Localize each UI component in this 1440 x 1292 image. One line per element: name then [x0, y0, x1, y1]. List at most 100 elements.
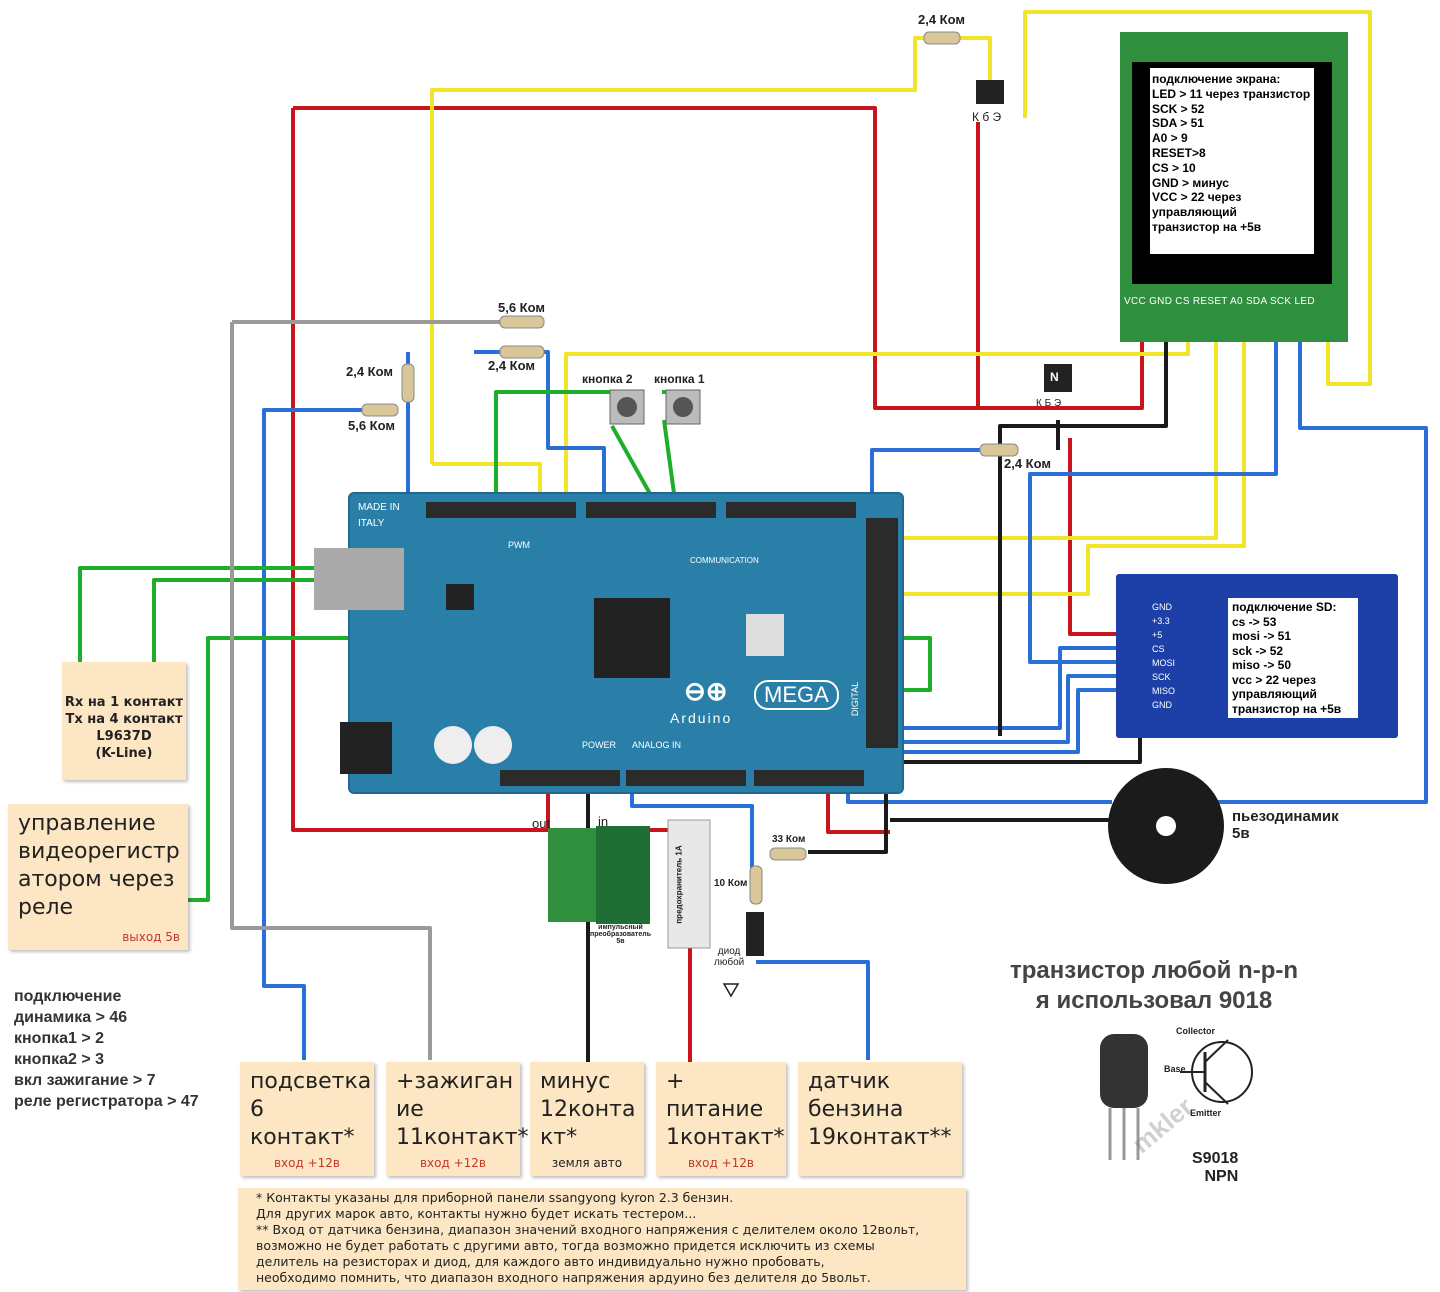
brand-label: Arduino [670, 710, 733, 726]
wire-blue-sd4 [880, 688, 1128, 754]
wire-red-left [291, 108, 550, 832]
wire-yellow-right [1023, 10, 1372, 386]
lcd-pins: VCC GND CS RESET A0 SDA SCK LED [1124, 296, 1315, 307]
header-pwm [426, 502, 576, 518]
wire-red-vcc [1068, 438, 1128, 636]
note-power-text: + питание 1контакт* [666, 1069, 785, 1150]
resistor-r3 [499, 345, 545, 359]
wire-yellow-top [430, 36, 992, 464]
kline-note: Rx на 1 контакт Tx на 4 контакт L9637D (… [62, 662, 186, 780]
logo-symbol: ⊖⊕ [684, 676, 728, 706]
resistor-r7 [769, 847, 807, 861]
note-power: + питание 1контакт* вход +12в [656, 1062, 786, 1176]
transistor-base: Base [1164, 1064, 1186, 1074]
arduino-mega-board: MADE IN ITALY ⊖⊕ MEGA Arduino POWER ANAL… [314, 492, 904, 794]
header-analog-b [754, 770, 864, 786]
note-backlight-text: подсветка 6 контакт* [250, 1069, 372, 1150]
wire-blue-sd3 [880, 674, 1128, 744]
kline-text: Rx на 1 контакт Tx на 4 контакт L9637D (… [64, 695, 184, 761]
sd-note: подключение SD: cs -> 53 mosi -> 51 sck … [1228, 598, 1358, 718]
fuse-label: предохранитель 1А [674, 845, 684, 924]
note-ground-sub: земля авто [551, 1156, 623, 1170]
wire-blue-sd1 [1028, 318, 1278, 664]
video-sub: выход 5в [122, 930, 180, 944]
note-ignition-sub: вход +12в [419, 1156, 487, 1170]
wire-gray [230, 322, 432, 1060]
header-analog-a [626, 770, 746, 786]
transistor-note: транзистор любой n-p-n я использовал 901… [1010, 957, 1299, 1014]
resistor-set [361, 31, 1019, 905]
resistor-r1-label: 2,4 Ком [918, 12, 966, 27]
transistor-mid-mark: N [1050, 370, 1059, 384]
diode [746, 912, 764, 956]
transistor-model: S9018 NPN [1192, 1150, 1239, 1185]
note-ignition-text: +зажиган ие 11контакт* [396, 1069, 529, 1150]
resistor-r8-label: 10 Ком [714, 878, 748, 889]
diode-label: диод любой [714, 946, 745, 968]
wire-black-gnd [998, 318, 1168, 736]
capacitor-1 [434, 726, 472, 764]
lcd-note: подключение экрана: LED > 11 через транз… [1150, 68, 1314, 254]
digital-label: DIGITAL [850, 681, 861, 717]
analog-label: ANALOG IN [632, 740, 682, 750]
converter-small [548, 828, 596, 922]
note-ignition: +зажиган ие 11контакт* вход +12в [386, 1062, 529, 1176]
comm-label: COMMUNICATION [690, 556, 759, 565]
diode-symbol [722, 983, 740, 998]
note-backlight-sub: вход +12в [273, 1156, 341, 1170]
resistor-r4-label: 2,4 Ком [346, 364, 394, 379]
footnote: * Контакты указаны для приборной панели … [238, 1188, 966, 1290]
transistor-top [976, 80, 1004, 104]
speaker-label: пьезодинамик 5в [1232, 808, 1339, 842]
wire-red-top [293, 106, 1144, 410]
mega-logo: MEGA [754, 680, 839, 710]
button-1-label: кнопка 1 [654, 372, 705, 386]
resistor-r2-label: 5,6 Ком [498, 300, 546, 315]
resistor-r6 [979, 443, 1019, 457]
note-backlight: подсветка 6 контакт* вход +12в [240, 1062, 374, 1176]
note-fuel-text: датчик бензина 19контакт** [808, 1069, 952, 1150]
pwm-label: PWM [508, 540, 530, 550]
transistor-mid-pins: К Б Э [1036, 398, 1062, 409]
transistor-mid [1044, 364, 1072, 392]
resistor-r8 [749, 865, 763, 905]
wire-blue-lcd [1200, 318, 1428, 804]
wire-green-btn [494, 390, 614, 508]
wire-blue-3 [262, 408, 362, 1060]
reset-button [746, 614, 784, 656]
header-comm-a [586, 502, 716, 518]
resistor-r2 [499, 315, 545, 329]
video-note: управление видеорегистр атором через рел… [8, 804, 188, 950]
wire-blue-fuel [756, 960, 870, 1060]
capacitor-2 [474, 726, 512, 764]
button-2-label: кнопка 2 [582, 372, 633, 386]
header-digital [866, 518, 898, 748]
transistor-top-pins: К б Э [972, 110, 1002, 124]
main-chip [594, 598, 670, 678]
header-power [500, 770, 620, 786]
power-label: POWER [582, 740, 617, 750]
transistor-collector: Collector [1176, 1026, 1216, 1036]
note-ground-text: минус 12конта кт* [540, 1069, 636, 1150]
resistor-r3-label: 2,4 Ком [488, 358, 536, 373]
note-power-sub: вход +12в [687, 1156, 755, 1170]
made-in-label: MADE IN ITALY [358, 502, 400, 529]
small-chip [446, 584, 474, 610]
note-ground: минус 12конта кт* земля авто [530, 1062, 644, 1176]
resistor-r6-label: 2,4 Ком [1004, 456, 1052, 471]
connections-list: подключение динамика > 46 кнопка1 > 2 кн… [14, 988, 199, 1110]
note-fuel: датчик бензина 19контакт** [798, 1062, 962, 1176]
resistor-r4 [401, 363, 415, 403]
converter-big [596, 826, 650, 924]
power-jack [340, 722, 392, 774]
converter-out-label: out [532, 816, 551, 831]
button-1 [665, 389, 701, 425]
wire-blue-sd5 [880, 646, 1128, 730]
resistor-r5-label: 5,6 Ком [348, 418, 396, 433]
fuse [667, 819, 711, 949]
transistor-picture [1100, 1034, 1253, 1160]
video-text: управление видеорегистр атором через рел… [18, 811, 180, 920]
transistor-emitter: Emitter [1190, 1108, 1222, 1118]
usb-port [314, 548, 404, 610]
